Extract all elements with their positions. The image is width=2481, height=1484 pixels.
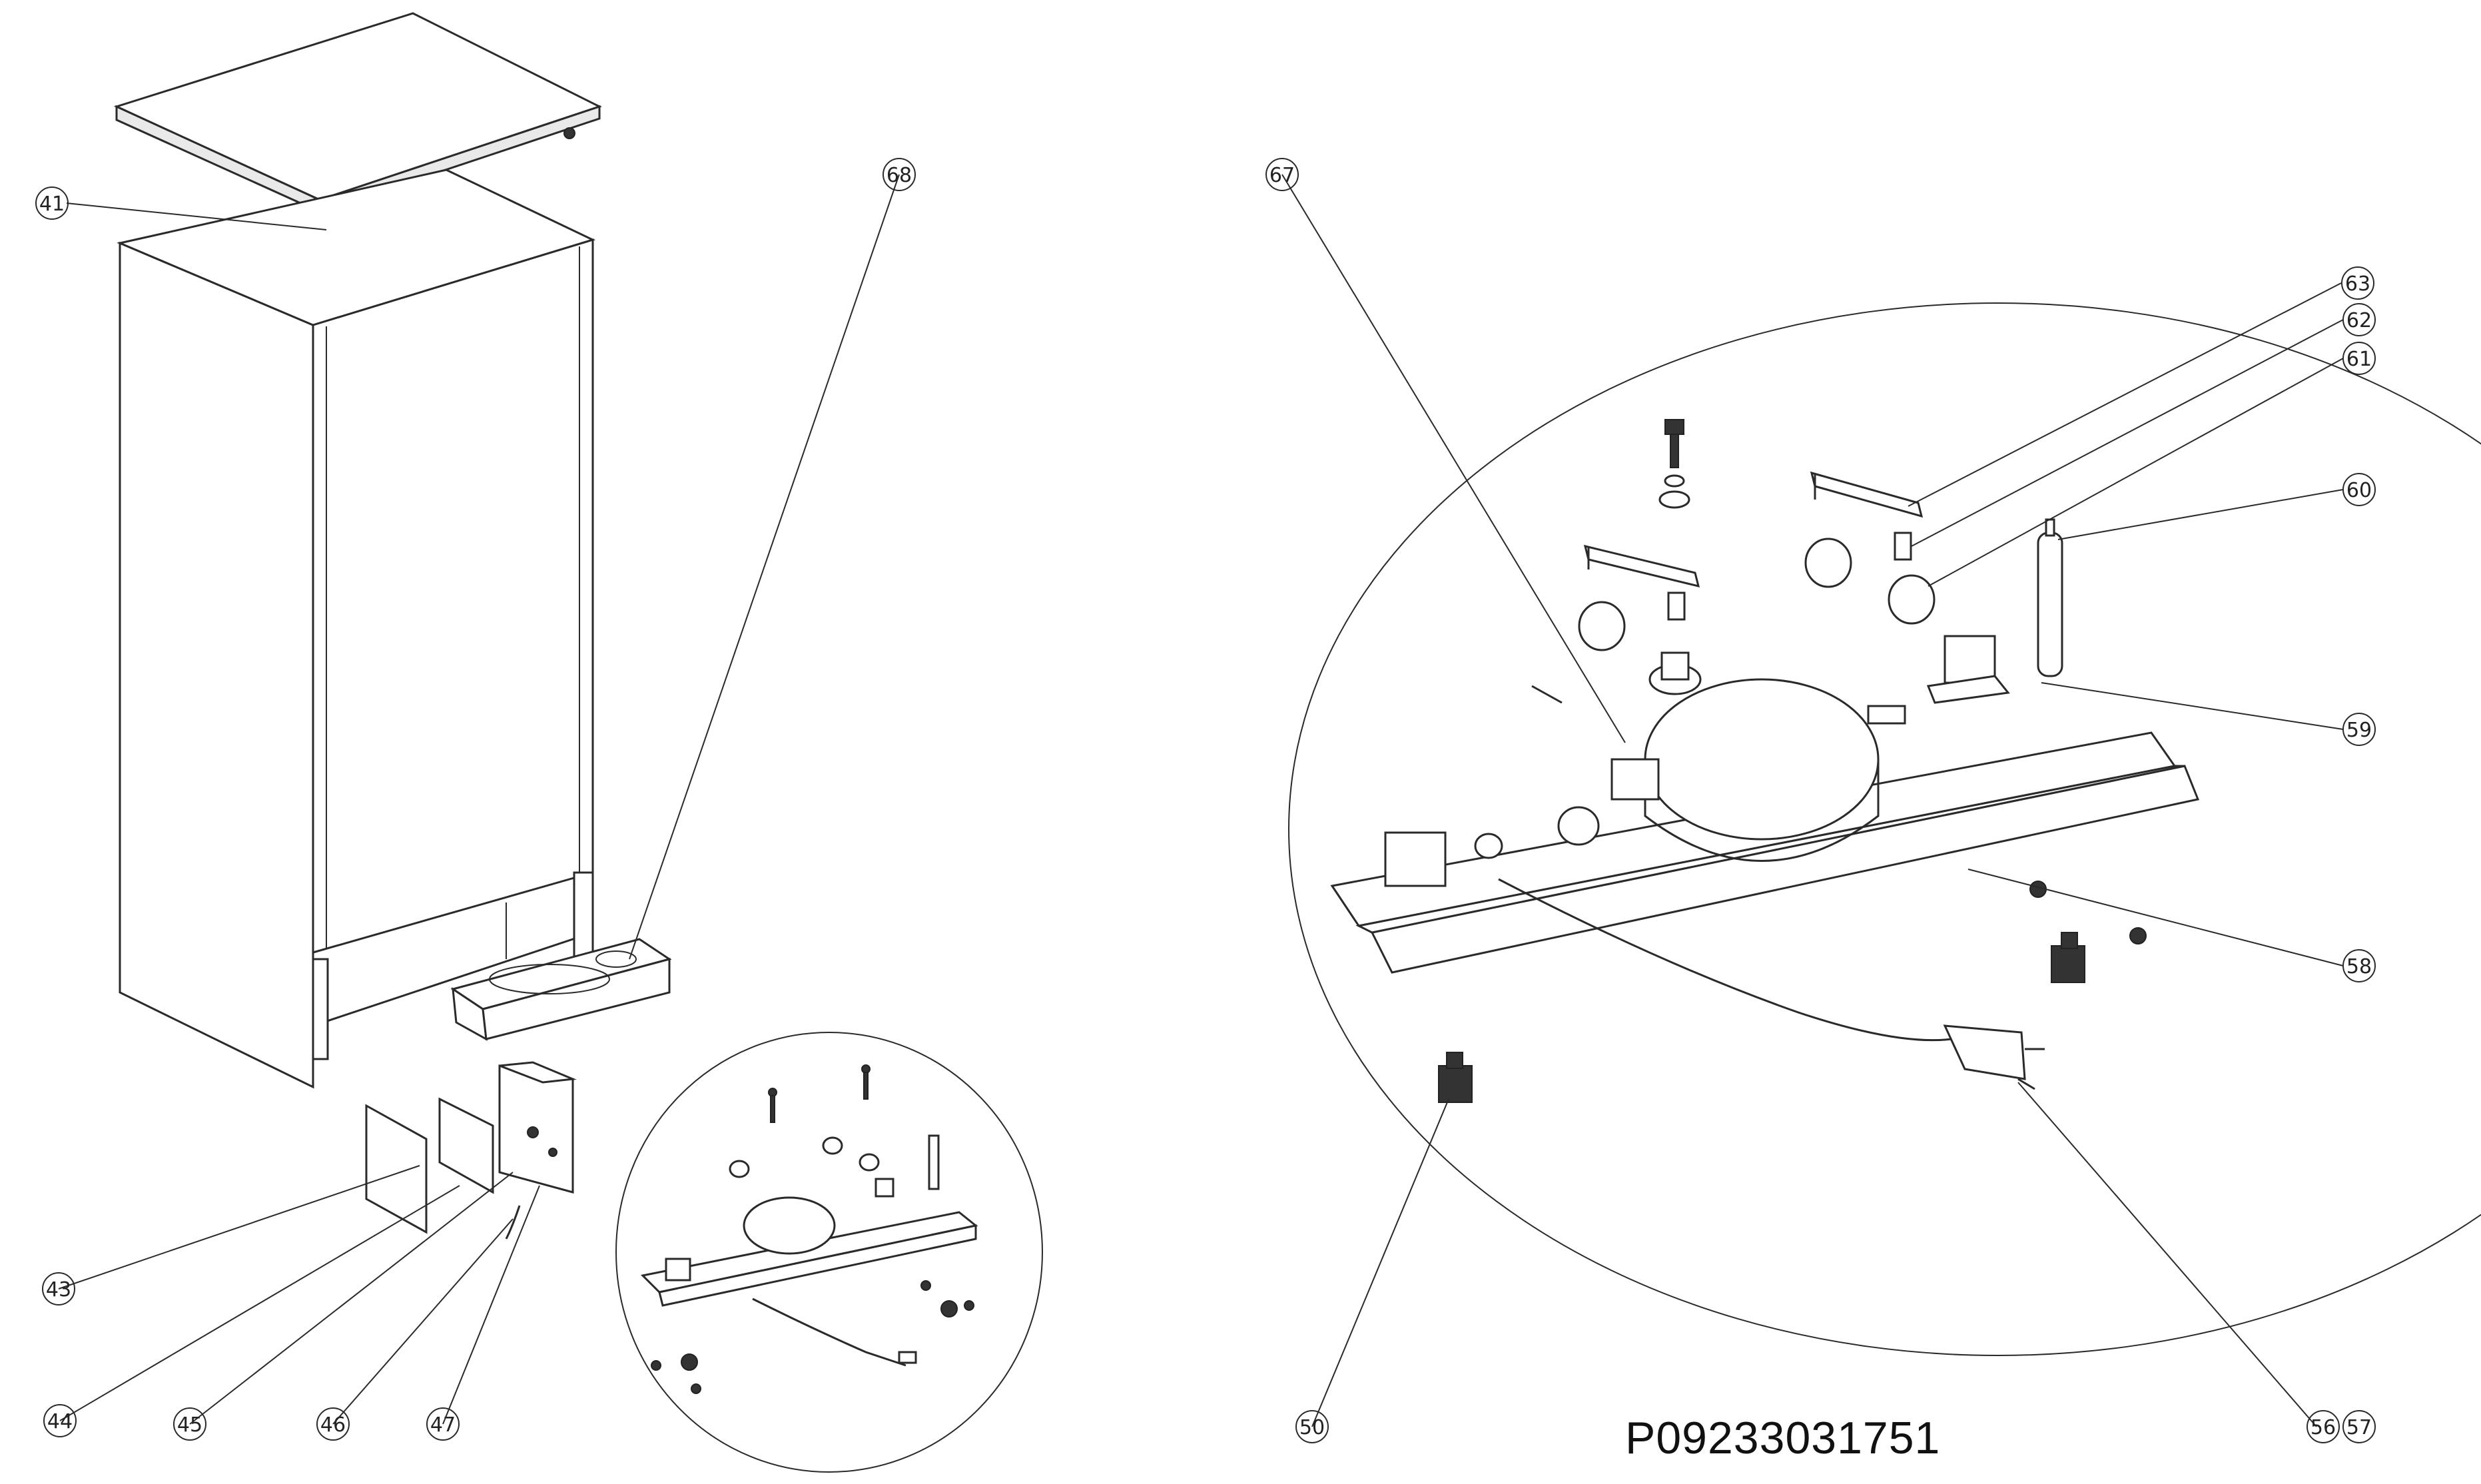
- callout-56-label: 56: [2310, 1416, 2336, 1439]
- callout-63-label: 63: [2345, 272, 2370, 296]
- detail-circle-small: [615, 1032, 1043, 1473]
- callout-44: 44: [43, 1404, 77, 1437]
- callout-45-label: 45: [177, 1413, 202, 1437]
- drip-tray: [450, 938, 672, 1041]
- callout-58: 58: [2342, 949, 2376, 982]
- callout-46-label: 46: [320, 1413, 346, 1437]
- cabinet-assembly: [113, 12, 672, 1240]
- callout-50-label: 50: [1299, 1416, 1325, 1439]
- callout-67-label: 67: [1269, 164, 1295, 187]
- callout-43: 43: [42, 1272, 75, 1305]
- part-number: P09233031751: [1625, 1413, 1941, 1463]
- callout-44-label: 44: [47, 1410, 73, 1433]
- callout-57: 57: [2342, 1410, 2376, 1443]
- top-lid: [113, 12, 602, 214]
- callout-61: 61: [2342, 342, 2376, 375]
- callout-68-label: 68: [886, 164, 912, 187]
- callout-68: 68: [883, 158, 916, 191]
- callout-63: 63: [2341, 266, 2374, 300]
- callout-62-label: 62: [2346, 309, 2372, 332]
- detail-circle-large: [1288, 302, 2481, 1356]
- callout-58-label: 58: [2346, 955, 2372, 978]
- callout-50: 50: [1295, 1410, 1329, 1443]
- callout-47: 47: [426, 1407, 460, 1441]
- callout-45: 45: [173, 1407, 206, 1441]
- callout-67: 67: [1265, 158, 1299, 191]
- callout-47-label: 47: [430, 1413, 456, 1437]
- callout-46: 46: [316, 1407, 350, 1441]
- callout-59-label: 59: [2346, 719, 2372, 742]
- callout-41-label: 41: [39, 192, 65, 216]
- callout-60: 60: [2342, 473, 2376, 506]
- callout-59: 59: [2342, 713, 2376, 746]
- callout-41: 41: [35, 186, 69, 220]
- callout-43-label: 43: [46, 1278, 71, 1301]
- callout-57-label: 57: [2346, 1416, 2372, 1439]
- callout-61-label: 61: [2346, 348, 2372, 371]
- callout-62: 62: [2342, 303, 2376, 336]
- callout-56: 56: [2306, 1410, 2340, 1443]
- callout-60-label: 60: [2346, 479, 2372, 502]
- leader-lines: [58, 174, 2344, 1427]
- cabinet-body: [117, 169, 596, 1089]
- electrical-box: [365, 1061, 577, 1240]
